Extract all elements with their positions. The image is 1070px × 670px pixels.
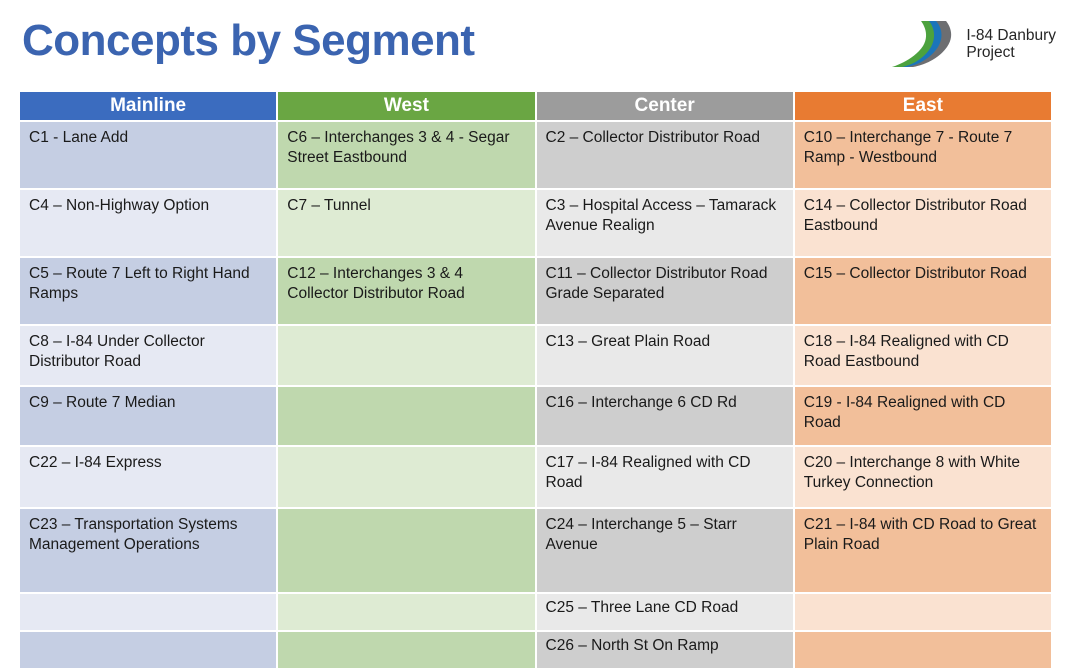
column-header-mainline: Mainline <box>20 92 277 120</box>
cell-east: C10 – Interchange 7 - Route 7 Ramp - Wes… <box>794 122 1051 188</box>
cell-west: C6 – Interchanges 3 & 4 - Segar Street E… <box>278 122 535 188</box>
cell-center: C2 – Collector Distributor Road <box>536 122 793 188</box>
concepts-table: Mainline West Center East C1 - Lane Add … <box>18 90 1053 670</box>
cell-mainline: C23 – Transportation Systems Management … <box>20 509 277 592</box>
table-row: C22 – I-84 Express C17 – I-84 Realigned … <box>20 447 1051 507</box>
highway-swoosh-logo-icon <box>892 21 952 67</box>
cell-west <box>278 509 535 592</box>
cell-mainline: C1 - Lane Add <box>20 122 277 188</box>
cell-west <box>278 632 535 668</box>
project-logo: I-84 Danbury Project <box>891 18 1056 70</box>
cell-center: C3 – Hospital Access – Tamarack Avenue R… <box>536 190 793 256</box>
table-header-row: Mainline West Center East <box>20 92 1051 120</box>
cell-west <box>278 326 535 385</box>
cell-mainline: C9 – Route 7 Median <box>20 387 277 445</box>
cell-mainline: C22 – I-84 Express <box>20 447 277 507</box>
cell-west <box>278 447 535 507</box>
cell-west: C7 – Tunnel <box>278 190 535 256</box>
cell-center: C16 – Interchange 6 CD Rd <box>536 387 793 445</box>
cell-center: C26 – North St On Ramp <box>536 632 793 668</box>
cell-center: C17 – I-84 Realigned with CD Road <box>536 447 793 507</box>
table-row: C23 – Transportation Systems Management … <box>20 509 1051 592</box>
cell-center: C13 – Great Plain Road <box>536 326 793 385</box>
column-header-east: East <box>794 92 1051 120</box>
cell-east <box>794 594 1051 630</box>
cell-east: C21 – I-84 with CD Road to Great Plain R… <box>794 509 1051 592</box>
cell-mainline <box>20 594 277 630</box>
cell-east: C15 – Collector Distributor Road <box>794 258 1051 324</box>
cell-mainline: C5 – Route 7 Left to Right Hand Ramps <box>20 258 277 324</box>
cell-mainline <box>20 632 277 668</box>
cell-east: C19 - I-84 Realigned with CD Road <box>794 387 1051 445</box>
column-header-west: West <box>278 92 535 120</box>
cell-center: C24 – Interchange 5 – Starr Avenue <box>536 509 793 592</box>
cell-west <box>278 594 535 630</box>
table-row: C4 – Non-Highway Option C7 – Tunnel C3 –… <box>20 190 1051 256</box>
cell-center: C11 – Collector Distributor Road Grade S… <box>536 258 793 324</box>
table-row: C8 – I-84 Under Collector Distributor Ro… <box>20 326 1051 385</box>
column-header-center: Center <box>536 92 793 120</box>
table-row: C5 – Route 7 Left to Right Hand Ramps C1… <box>20 258 1051 324</box>
table-row: C9 – Route 7 Median C16 – Interchange 6 … <box>20 387 1051 445</box>
cell-west: C12 – Interchanges 3 & 4 Collector Distr… <box>278 258 535 324</box>
cell-mainline: C4 – Non-Highway Option <box>20 190 277 256</box>
cell-mainline: C8 – I-84 Under Collector Distributor Ro… <box>20 326 277 385</box>
cell-east: C18 – I-84 Realigned with CD Road Eastbo… <box>794 326 1051 385</box>
cell-east: C20 – Interchange 8 with White Turkey Co… <box>794 447 1051 507</box>
logo-text: I-84 Danbury Project <box>966 26 1056 61</box>
table-row: C26 – North St On Ramp <box>20 632 1051 668</box>
cell-east: C14 – Collector Distributor Road Eastbou… <box>794 190 1051 256</box>
page-title: Concepts by Segment <box>22 16 475 65</box>
cell-west <box>278 387 535 445</box>
cell-east <box>794 632 1051 668</box>
cell-center: C25 – Three Lane CD Road <box>536 594 793 630</box>
table-row: C25 – Three Lane CD Road <box>20 594 1051 630</box>
slide-header: Concepts by Segment I-84 Danbury Project <box>0 0 1070 90</box>
table-row: C1 - Lane Add C6 – Interchanges 3 & 4 - … <box>20 122 1051 188</box>
